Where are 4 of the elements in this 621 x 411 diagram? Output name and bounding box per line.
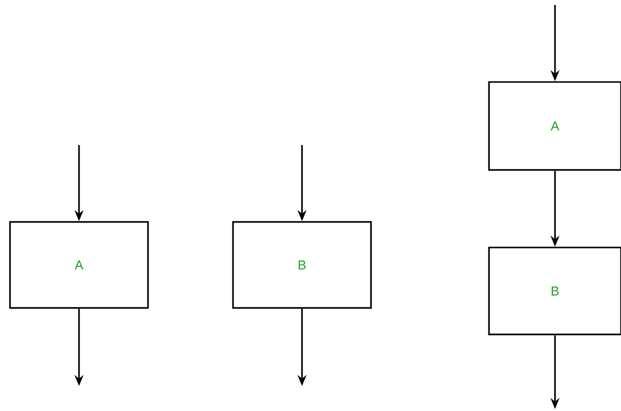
process-box: A (488, 81, 621, 171)
process-box: A (9, 221, 149, 309)
process-box: B (232, 221, 372, 309)
process-box: B (488, 246, 621, 336)
